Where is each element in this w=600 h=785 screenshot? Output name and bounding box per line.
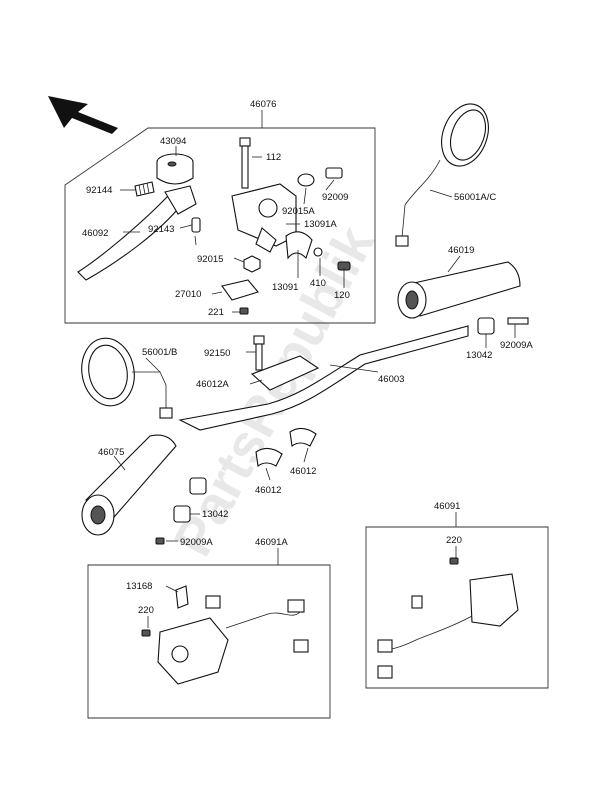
label-410: 410 xyxy=(310,278,326,289)
bar-end-screw-right xyxy=(507,317,529,325)
label-27010: 27010 xyxy=(175,289,201,300)
switch-assembly-group-box-left xyxy=(87,564,331,719)
mirror-left xyxy=(81,337,173,419)
label-92143: 92143 xyxy=(148,224,174,235)
label-46012-b: 46012 xyxy=(255,485,281,496)
label-46012-a: 46012 xyxy=(290,466,316,477)
label-56001b: 56001/B xyxy=(142,347,177,358)
lever-assembly-group-box xyxy=(64,127,376,324)
holder-top-46012a xyxy=(250,355,320,391)
left-grip xyxy=(81,434,177,536)
label-13091: 13091 xyxy=(272,282,298,293)
label-46019: 46019 xyxy=(448,245,474,256)
clutch-lever xyxy=(77,185,197,281)
reservoir-cap xyxy=(156,153,194,185)
washer-92015a xyxy=(297,173,315,187)
holder-46012-a xyxy=(289,427,317,447)
spring xyxy=(134,181,155,197)
screw-221 xyxy=(239,307,249,315)
master-cylinder-body xyxy=(231,183,297,253)
handlebar xyxy=(178,325,469,431)
label-120: 120 xyxy=(334,290,350,301)
bar-end-screw-left xyxy=(155,537,165,545)
washer-410 xyxy=(313,247,323,257)
left-switch-housing xyxy=(141,585,309,685)
label-92150: 92150 xyxy=(204,348,230,359)
switch-27010 xyxy=(221,279,259,301)
clamp-13091a xyxy=(285,231,313,260)
label-46091: 46091 xyxy=(434,501,460,512)
holder-46012-b xyxy=(255,447,283,467)
label-220-right: 220 xyxy=(446,535,462,546)
bolt-92150 xyxy=(253,335,265,371)
label-46076: 46076 xyxy=(250,99,276,110)
label-56001ac: 56001A/C xyxy=(454,192,496,203)
label-46075: 46075 xyxy=(98,447,124,458)
label-92015: 92015 xyxy=(197,254,223,265)
label-92009-top: 92009 xyxy=(322,192,348,203)
switch-assembly-group-box-right xyxy=(365,526,549,689)
label-13168: 13168 xyxy=(126,581,152,592)
bar-end-weight-right xyxy=(477,317,495,335)
label-46012a: 46012A xyxy=(196,379,229,390)
label-43094: 43094 xyxy=(160,136,186,147)
label-92009a-left: 92009A xyxy=(180,537,213,548)
label-13042-right: 13042 xyxy=(466,350,492,361)
label-92144: 92144 xyxy=(86,185,112,196)
label-92015a: 92015A xyxy=(282,206,315,217)
leader-lines xyxy=(113,110,516,628)
mirror-right xyxy=(395,103,489,247)
nut-92015 xyxy=(243,255,261,273)
bar-end-weight-left xyxy=(189,477,207,495)
direction-arrow-icon xyxy=(48,96,118,134)
label-13091a: 13091A xyxy=(304,219,337,230)
right-switch-housing xyxy=(377,557,519,679)
label-92009a-right: 92009A xyxy=(500,340,533,351)
label-112: 112 xyxy=(266,152,281,163)
throttle-grip xyxy=(397,261,521,319)
watermark: PartsRepublik xyxy=(163,216,387,566)
label-46092: 46092 xyxy=(82,228,108,239)
pivot-pin xyxy=(191,217,201,233)
label-46003: 46003 xyxy=(378,374,404,385)
label-221: 221 xyxy=(208,307,224,318)
bolt-112 xyxy=(239,137,251,189)
label-46091a: 46091A xyxy=(255,537,288,548)
bar-end-weight-left-2 xyxy=(173,505,191,523)
label-13042-left: 13042 xyxy=(202,509,228,520)
label-220-left: 220 xyxy=(138,605,154,616)
screw-92009 xyxy=(325,167,343,179)
